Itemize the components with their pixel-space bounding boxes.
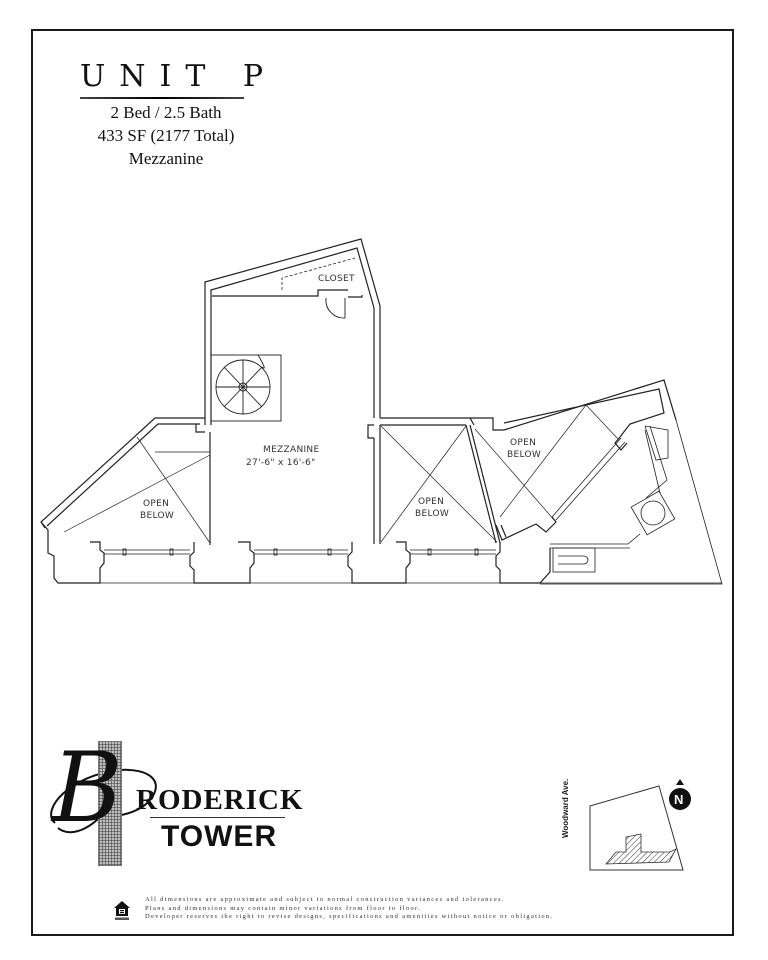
mezzanine-label: MEZZANINE (263, 445, 319, 455)
open-below-center-line1: OPEN (418, 497, 444, 507)
west-open-below-walls (40, 417, 211, 545)
level-text: Mezzanine (128, 149, 204, 168)
key-plan (589, 785, 684, 871)
center-open-below-walls (367, 417, 501, 544)
exterior-front-wall (40, 521, 722, 584)
page-border (31, 29, 734, 936)
unit-details: 2 Bed / 2.5 Bath 433 SF (2177 Total) Mez… (60, 101, 272, 170)
bed-bath-text: 2 Bed / 2.5 Bath (110, 103, 222, 122)
svg-text:N: N (674, 792, 683, 807)
unit-title: UNIT P (80, 59, 278, 94)
logo-name-line2: TOWER (161, 820, 278, 853)
area-text: 433 SF (2177 Total) (97, 126, 235, 145)
open-below-center-line2: BELOW (415, 509, 449, 519)
disclaimer-line-2: Plans and dimensions may contain minor v… (145, 904, 422, 912)
mezzanine-dimensions: 27'-6" x 16'-6" (246, 458, 316, 468)
open-below-east-line2: BELOW (507, 450, 541, 460)
logo-script-initial: B (52, 732, 123, 844)
east-terrace (540, 379, 723, 585)
open-below-west-line2: BELOW (140, 511, 174, 521)
logo-name-line1: RODERICK (136, 784, 304, 816)
disclaimer-line-1: All dimensions are approximate and subje… (145, 896, 505, 903)
tower-illustration (98, 741, 122, 866)
east-open-below-walls (470, 379, 677, 541)
logo-divider (150, 817, 285, 818)
closet-label: CLOSET (318, 274, 355, 284)
north-arrow-icon: N (669, 779, 691, 810)
spiral-stair (210, 354, 282, 422)
disclaimer-line-3: Developer reserves the right to revise d… (145, 913, 554, 920)
mezzanine-walls (204, 238, 381, 425)
street-label: Woodward Ave. (561, 778, 570, 838)
open-below-east-line1: OPEN (510, 438, 536, 448)
title-divider (80, 97, 244, 99)
open-below-west-line1: OPEN (143, 499, 169, 509)
equal-housing-opportunity-icon (114, 901, 130, 920)
disclaimer: All dimensions are approximate and subje… (145, 896, 553, 922)
